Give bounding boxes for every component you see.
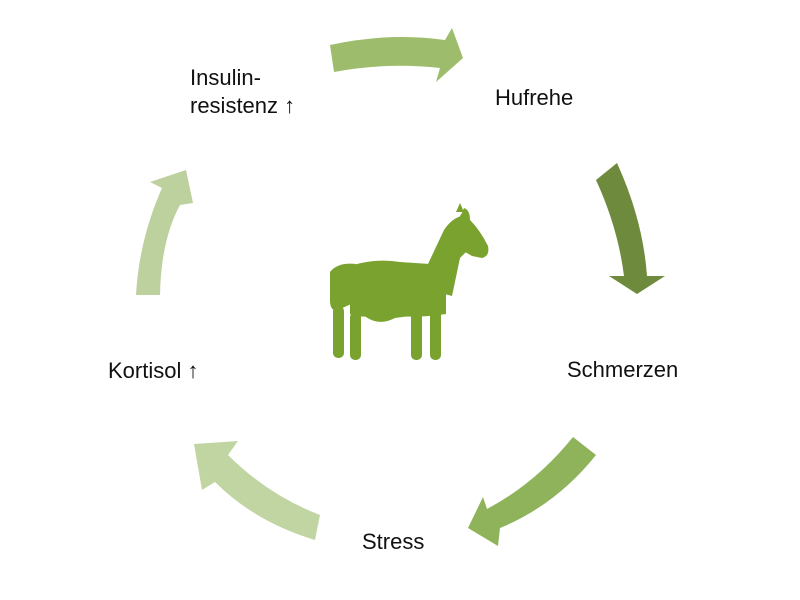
horse-head <box>456 208 489 258</box>
arrow-hufrehe-to-schmerzen <box>596 163 665 294</box>
horse-ear <box>456 203 464 212</box>
horse-icon <box>330 203 489 360</box>
horse-leg-front-1 <box>411 308 422 360</box>
node-kortisol: Kortisol ↑ <box>108 358 199 383</box>
node-schmerzen: Schmerzen <box>567 357 679 382</box>
node-hufrehe: Hufrehe <box>495 85 574 110</box>
node-insulinresistenz-line2: resistenz ↑ <box>190 93 296 118</box>
horse-leg-front-2 <box>430 306 441 360</box>
horse-body <box>350 250 446 317</box>
node-insulinresistenz: Insulin- resistenz ↑ <box>190 64 320 120</box>
horse-belly <box>360 312 410 322</box>
arrow-stress-to-kortisol <box>194 441 320 540</box>
arrow-kortisol-to-insulin <box>136 170 193 295</box>
arrow-insulin-to-hufrehe <box>330 28 463 82</box>
horse-leg-back-2 <box>350 312 361 360</box>
node-stress: Stress <box>362 529 425 554</box>
node-insulinresistenz-line1: Insulin- <box>190 65 261 90</box>
horse-leg-back-1 <box>333 306 344 358</box>
arrow-schmerzen-to-stress <box>468 437 596 546</box>
